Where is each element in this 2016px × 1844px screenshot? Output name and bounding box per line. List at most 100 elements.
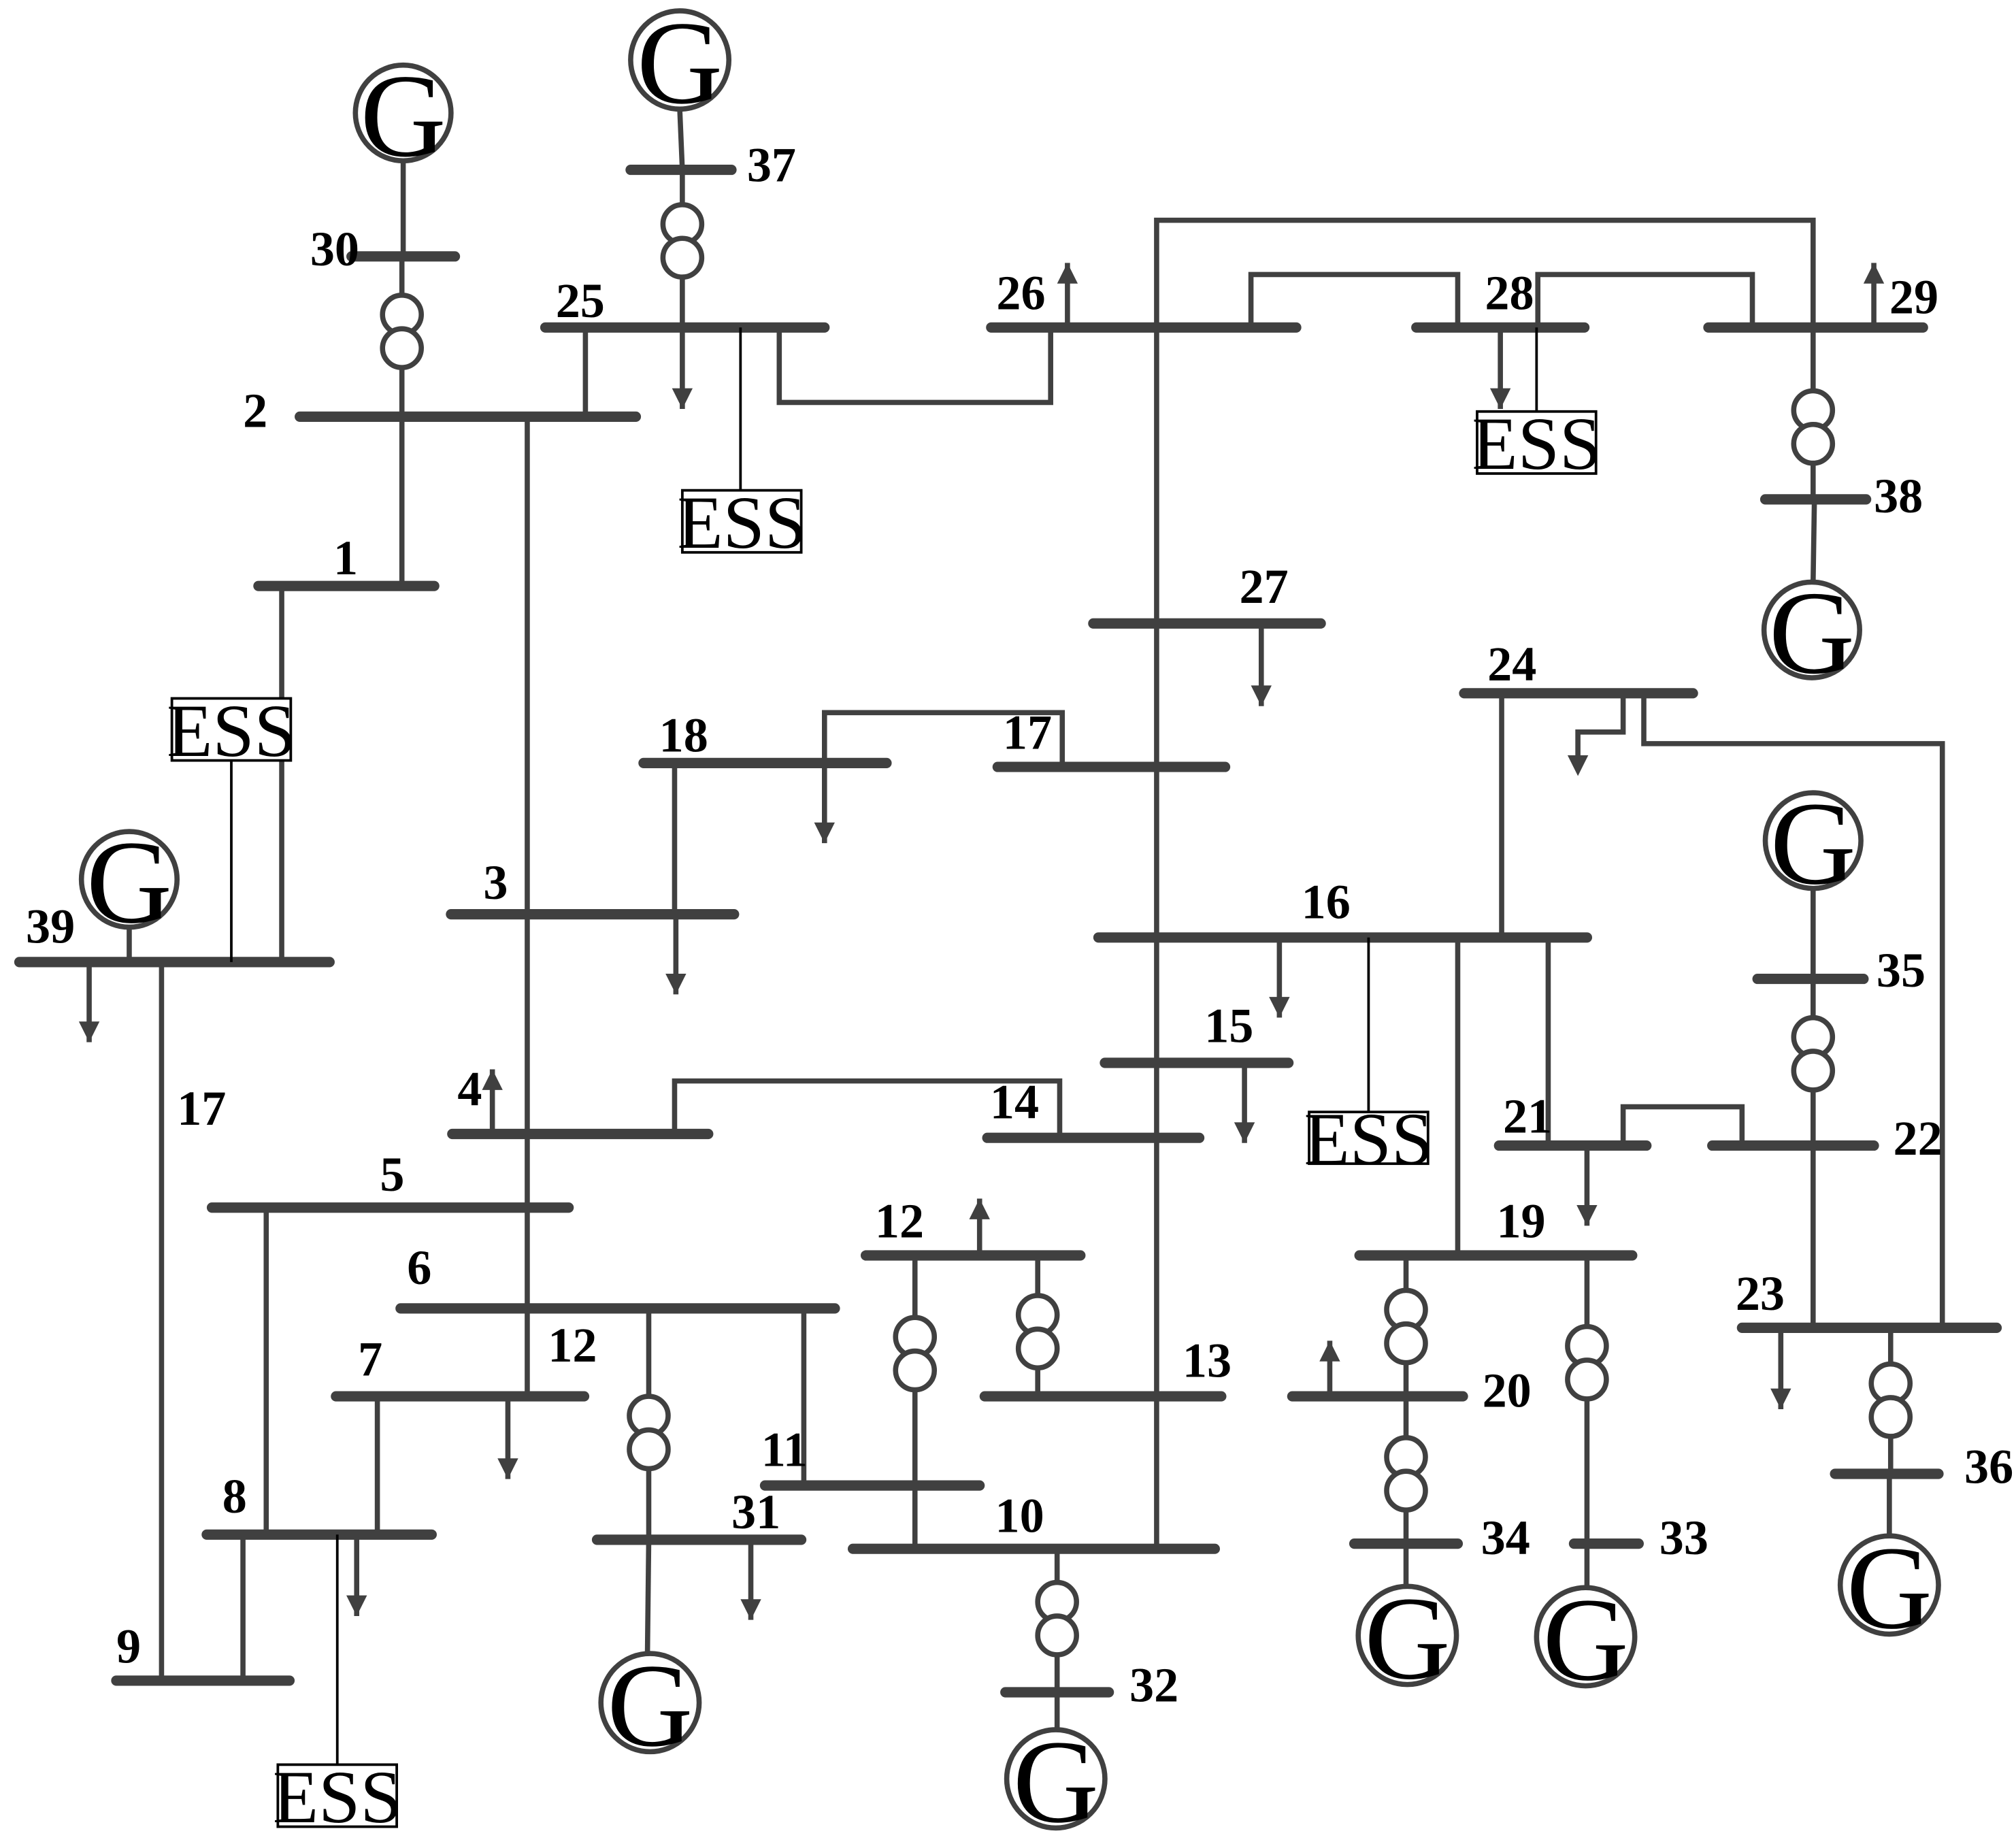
bus-label: 17 xyxy=(177,1081,226,1136)
bus-label: 8 xyxy=(222,1469,247,1524)
bus-label: 17 xyxy=(1003,705,1052,759)
bus-label: 31 xyxy=(731,1485,780,1539)
transformer-icon xyxy=(627,1427,671,1472)
bus-label: 12 xyxy=(548,1318,597,1372)
transmission-line xyxy=(1535,271,1755,328)
ess-box xyxy=(170,697,293,762)
load-arrow-line xyxy=(1575,693,1626,755)
generator-icon xyxy=(78,829,180,930)
transmission-line xyxy=(1641,693,1945,1328)
generator-symbol: G xyxy=(1769,567,1855,699)
bus-label: 34 xyxy=(1481,1511,1530,1565)
generator-symbol: G xyxy=(1013,1715,1099,1844)
load-arrow-icon xyxy=(814,822,835,844)
bus-label: 18 xyxy=(659,708,708,762)
generator-icon xyxy=(1004,1727,1108,1831)
bus-label: 32 xyxy=(1129,1658,1178,1712)
load-arrow-icon xyxy=(346,1595,367,1616)
generator-icon xyxy=(1534,1585,1638,1689)
generator-icon xyxy=(352,62,454,164)
bus-label: 7 xyxy=(358,1332,382,1387)
bus-label: 23 xyxy=(1736,1266,1785,1321)
bus-label: 5 xyxy=(380,1147,404,1202)
load-arrow-icon xyxy=(1567,755,1589,776)
bus-label: 27 xyxy=(1239,559,1288,614)
transformer-icon xyxy=(1791,1049,1836,1093)
ess-label: ESS xyxy=(167,689,296,772)
generator-icon xyxy=(1355,1583,1459,1687)
transmission-line xyxy=(776,327,1053,406)
transmission-line xyxy=(672,1078,1063,1138)
load-arrow-icon xyxy=(1234,1122,1255,1143)
ess-label: ESS xyxy=(1304,1098,1434,1181)
load-arrow-icon xyxy=(672,388,693,409)
generator-stem xyxy=(1811,499,1817,582)
generator-symbol: G xyxy=(607,1639,693,1771)
bus-label: 37 xyxy=(747,138,796,193)
load-arrow-icon xyxy=(665,973,687,995)
bus-label: 19 xyxy=(1496,1193,1545,1248)
transmission-line xyxy=(1620,1104,1745,1146)
load-arrow-icon xyxy=(1057,263,1078,284)
bus-label: 30 xyxy=(310,222,359,276)
bus-label: 33 xyxy=(1659,1511,1708,1565)
bus-label: 14 xyxy=(990,1075,1039,1130)
generator-icon xyxy=(1761,579,1862,680)
load-arrow-icon xyxy=(1863,263,1885,284)
generator-symbol: G xyxy=(1364,1572,1450,1704)
buses-layer xyxy=(14,164,2002,1698)
bus-label: 12 xyxy=(875,1193,924,1248)
bus-label: 26 xyxy=(996,266,1045,320)
transmission-line xyxy=(821,710,1065,768)
transformer-icon xyxy=(893,1348,938,1393)
transformer-icon xyxy=(1565,1357,1609,1402)
ess-box xyxy=(276,1763,399,1828)
load-arrow-icon xyxy=(1251,685,1272,706)
bus-label: 16 xyxy=(1302,874,1351,929)
generator-icon xyxy=(1762,790,1864,891)
transformer-icon xyxy=(660,235,705,280)
load-arrow-icon xyxy=(482,1069,503,1090)
bus-label: 6 xyxy=(407,1240,431,1295)
load-arrow-icon xyxy=(497,1458,518,1479)
ess-label: ESS xyxy=(677,481,806,564)
bus-label: 1 xyxy=(333,531,358,585)
load-arrow-icon xyxy=(1576,1204,1598,1226)
bus-label: 21 xyxy=(1503,1089,1552,1144)
load-arrow-icon xyxy=(1319,1340,1340,1362)
generator-stem xyxy=(677,109,685,170)
bus-label: 20 xyxy=(1483,1363,1532,1417)
bus-label: 3 xyxy=(483,855,508,910)
bus-label: 24 xyxy=(1487,637,1536,691)
generator-icon xyxy=(628,8,732,112)
ess-layer: ESS ESS ESS ESS ESS xyxy=(167,327,1601,1839)
bus-label: 25 xyxy=(556,274,605,328)
generator-icon xyxy=(598,1651,702,1755)
load-arrow-icon xyxy=(1269,997,1290,1018)
transformer-icon xyxy=(1791,421,1836,466)
ess-label: ESS xyxy=(1472,402,1601,485)
bus-label: 10 xyxy=(995,1488,1044,1543)
load-arrow-icon xyxy=(1489,388,1511,409)
ess-box xyxy=(1476,410,1598,475)
generator-symbol: G xyxy=(360,50,446,182)
transformers-layer xyxy=(380,202,1913,1658)
ess-label: ESS xyxy=(273,1756,402,1839)
generator-icon xyxy=(1837,1533,1941,1637)
bus-label: 36 xyxy=(1964,1439,2013,1494)
loads-layer xyxy=(78,263,1885,1620)
bus-label: 13 xyxy=(1183,1334,1232,1388)
transmission-line xyxy=(1248,271,1461,328)
generator-stem xyxy=(644,1539,652,1654)
load-arrow-icon xyxy=(1770,1388,1791,1410)
ess-box xyxy=(1308,1110,1430,1166)
transformer-icon xyxy=(1384,1468,1428,1513)
generator-symbol: G xyxy=(1542,1573,1628,1705)
transformer-icon xyxy=(380,326,424,370)
load-arrow-icon xyxy=(740,1599,761,1620)
bus-label: 22 xyxy=(1894,1111,1943,1166)
bus-label: 4 xyxy=(457,1062,482,1117)
bus-label: 35 xyxy=(1877,943,1926,998)
